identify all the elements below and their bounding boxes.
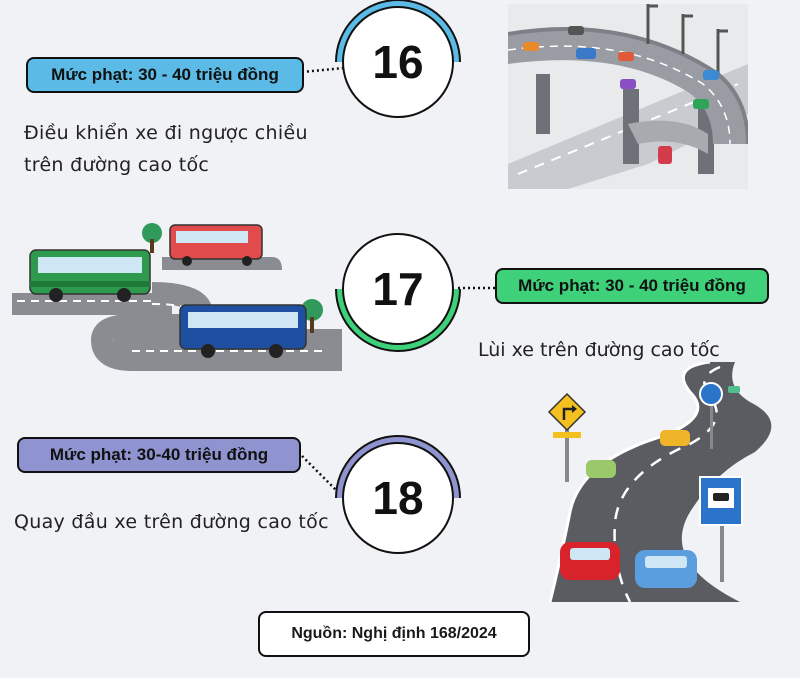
source-text: Nguồn: Nghị định 168/2024	[291, 625, 497, 642]
number-circle-16: 16	[333, 0, 463, 127]
winding-highway-icon	[547, 362, 772, 602]
description-16: Điều khiển xe đi ngược chiều trên đường …	[24, 122, 308, 176]
number-16: 16	[342, 6, 454, 118]
number-circle-18: 18	[333, 433, 463, 563]
fine-text-17: Mức phạt: 30 - 40 triệu đồng	[518, 276, 746, 295]
fine-text-18: Mức phạt: 30-40 triệu đồng	[49, 445, 269, 464]
source-box: Nguồn: Nghị định 168/2024	[258, 611, 530, 657]
connector-dots-16	[302, 66, 345, 74]
buses-road-icon	[12, 223, 342, 371]
connector-dots-17	[458, 286, 496, 290]
fine-badge-18: Mức phạt: 30-40 triệu đồng	[17, 437, 301, 473]
number-18: 18	[342, 442, 454, 554]
connector-dots-18	[301, 455, 337, 491]
arc-17	[335, 288, 461, 352]
number-17: 17	[342, 233, 454, 345]
highway-interchange-icon	[508, 4, 748, 189]
number-circle-17: 17	[333, 224, 463, 354]
description-17: Lùi xe trên đường cao tốc	[478, 339, 720, 361]
fine-badge-17: Mức phạt: 30 - 40 triệu đồng	[495, 268, 769, 304]
description-18: Quay đầu xe trên đường cao tốc	[14, 511, 329, 533]
fine-badge-16: Mức phạt: 30 - 40 triệu đồng	[26, 57, 304, 93]
fine-text-16: Mức phạt: 30 - 40 triệu đồng	[51, 65, 279, 84]
